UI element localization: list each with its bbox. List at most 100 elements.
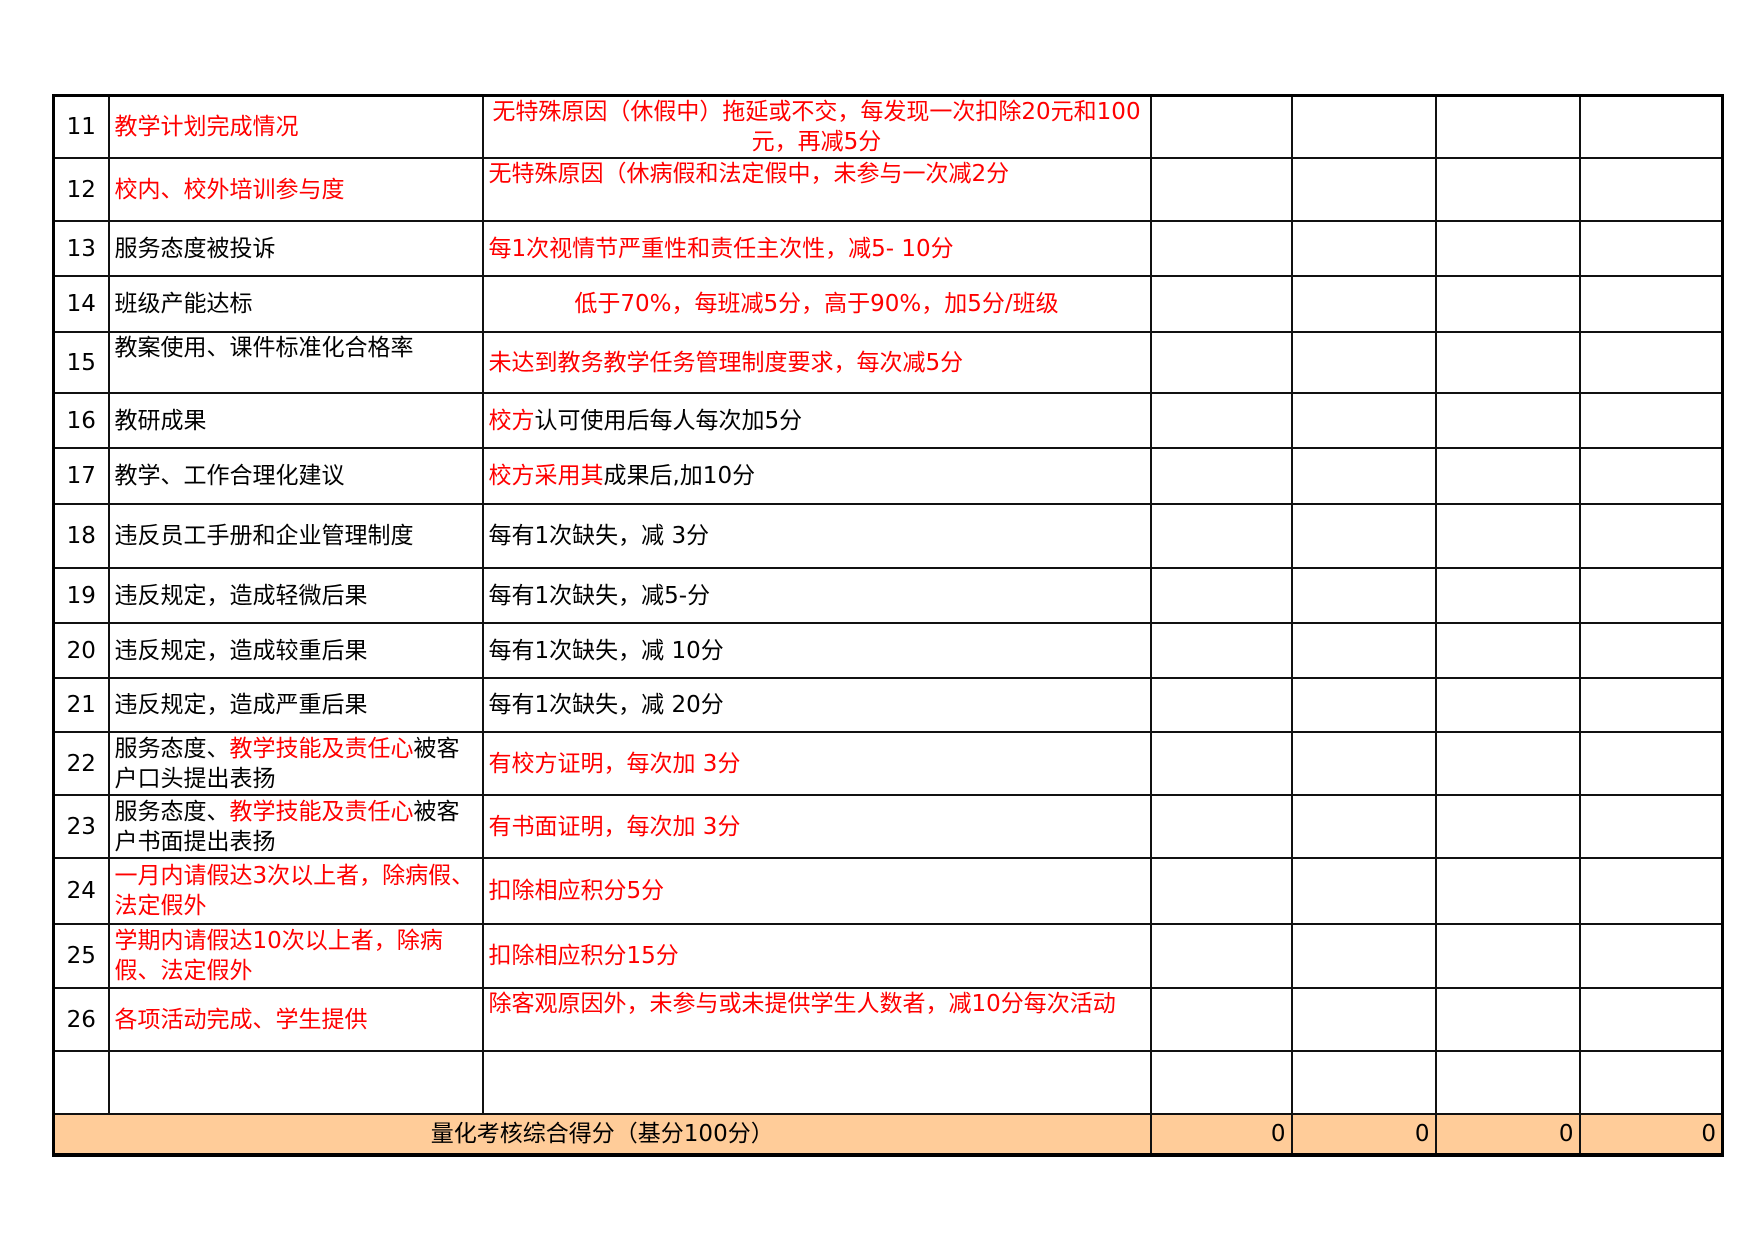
row-number[interactable]: 11 <box>52 94 110 159</box>
rule-cell[interactable]: 校方认可使用后每人每次加5分 <box>481 392 1152 449</box>
rule-cell[interactable]: 每1次视情节严重性和责任主次性，减5- 10分 <box>481 220 1152 277</box>
score-cell[interactable] <box>1290 731 1437 796</box>
item-cell[interactable] <box>107 1050 484 1115</box>
score-cell[interactable] <box>1290 794 1437 859</box>
row-number[interactable]: 19 <box>52 567 110 624</box>
score-cell[interactable] <box>1434 220 1581 277</box>
score-cell[interactable] <box>1578 275 1724 333</box>
score-cell[interactable] <box>1290 1050 1437 1115</box>
score-cell[interactable] <box>1434 731 1581 796</box>
row-number[interactable]: 20 <box>52 622 110 679</box>
score-cell[interactable] <box>1149 331 1293 394</box>
rule-cell[interactable]: 有书面证明，每次加 3分 <box>481 794 1152 859</box>
item-cell[interactable]: 教研成果 <box>107 392 484 449</box>
score-cell[interactable] <box>1290 857 1437 925</box>
rule-cell[interactable]: 每有1次缺失，减 10分 <box>481 622 1152 679</box>
score-cell[interactable] <box>1290 331 1437 394</box>
item-cell[interactable]: 校内、校外培训参与度 <box>107 157 484 222</box>
score-cell[interactable] <box>1434 157 1581 222</box>
item-cell[interactable]: 班级产能达标 <box>107 275 484 333</box>
rule-cell[interactable]: 未达到教务教学任务管理制度要求，每次减5分 <box>481 331 1152 394</box>
score-cell[interactable] <box>1149 220 1293 277</box>
score-cell[interactable] <box>1434 987 1581 1052</box>
score-cell[interactable] <box>1434 392 1581 449</box>
rule-cell[interactable]: 低于70%，每班减5分，高于90%，加5分/班级 <box>481 275 1152 333</box>
score-cell[interactable] <box>1434 794 1581 859</box>
rule-cell[interactable]: 每有1次缺失，减 3分 <box>481 503 1152 569</box>
score-cell[interactable] <box>1434 275 1581 333</box>
row-number[interactable]: 15 <box>52 331 110 394</box>
score-cell[interactable] <box>1434 677 1581 733</box>
row-number[interactable]: 22 <box>52 731 110 796</box>
score-cell[interactable] <box>1290 392 1437 449</box>
score-cell[interactable] <box>1149 275 1293 333</box>
score-cell[interactable] <box>1578 220 1724 277</box>
score-cell[interactable] <box>1578 622 1724 679</box>
item-cell[interactable]: 服务态度、教学技能及责任心被客户书面提出表扬 <box>107 794 484 859</box>
score-cell[interactable] <box>1290 94 1437 159</box>
row-number[interactable]: 18 <box>52 503 110 569</box>
item-cell[interactable]: 服务态度、教学技能及责任心被客户口头提出表扬 <box>107 731 484 796</box>
score-cell[interactable] <box>1434 331 1581 394</box>
row-number[interactable] <box>52 1050 110 1115</box>
row-number[interactable]: 13 <box>52 220 110 277</box>
score-cell[interactable] <box>1290 447 1437 505</box>
rule-cell[interactable]: 有校方证明，每次加 3分 <box>481 731 1152 796</box>
score-cell[interactable] <box>1578 392 1724 449</box>
score-cell[interactable] <box>1578 503 1724 569</box>
score-cell[interactable] <box>1578 794 1724 859</box>
row-number[interactable]: 14 <box>52 275 110 333</box>
total-score-cell[interactable]: 0 <box>1434 1113 1581 1156</box>
rule-cell[interactable]: 扣除相应积分15分 <box>481 923 1152 989</box>
score-cell[interactable] <box>1290 987 1437 1052</box>
score-cell[interactable] <box>1290 622 1437 679</box>
total-score-cell[interactable]: 0 <box>1290 1113 1437 1156</box>
item-cell[interactable]: 服务态度被投诉 <box>107 220 484 277</box>
score-cell[interactable] <box>1290 567 1437 624</box>
total-score-cell[interactable]: 0 <box>1578 1113 1724 1156</box>
item-cell[interactable]: 违反规定，造成严重后果 <box>107 677 484 733</box>
score-cell[interactable] <box>1149 94 1293 159</box>
row-number[interactable]: 12 <box>52 157 110 222</box>
row-number[interactable]: 24 <box>52 857 110 925</box>
row-number[interactable]: 23 <box>52 794 110 859</box>
item-cell[interactable]: 一月内请假达3次以上者，除病假、法定假外 <box>107 857 484 925</box>
rule-cell[interactable]: 校方采用其成果后,加10分 <box>481 447 1152 505</box>
score-cell[interactable] <box>1149 731 1293 796</box>
score-cell[interactable] <box>1149 567 1293 624</box>
rule-cell[interactable]: 无特殊原因（休假中）拖延或不交，每发现一次扣除20元和100元，再减5分 <box>481 94 1152 159</box>
score-cell[interactable] <box>1149 923 1293 989</box>
score-cell[interactable] <box>1578 1050 1724 1115</box>
rule-cell[interactable] <box>481 1050 1152 1115</box>
row-number[interactable]: 25 <box>52 923 110 989</box>
score-cell[interactable] <box>1290 157 1437 222</box>
score-cell[interactable] <box>1578 447 1724 505</box>
rule-cell[interactable]: 无特殊原因（休病假和法定假中，未参与一次减2分 <box>481 157 1152 222</box>
score-cell[interactable] <box>1149 857 1293 925</box>
score-cell[interactable] <box>1434 923 1581 989</box>
score-cell[interactable] <box>1149 987 1293 1052</box>
score-cell[interactable] <box>1578 567 1724 624</box>
rule-cell[interactable]: 每有1次缺失，减5-分 <box>481 567 1152 624</box>
rule-cell[interactable]: 扣除相应积分5分 <box>481 857 1152 925</box>
score-cell[interactable] <box>1149 622 1293 679</box>
score-cell[interactable] <box>1578 94 1724 159</box>
score-cell[interactable] <box>1149 1050 1293 1115</box>
score-cell[interactable] <box>1578 857 1724 925</box>
score-cell[interactable] <box>1578 987 1724 1052</box>
rule-cell[interactable]: 每有1次缺失，减 20分 <box>481 677 1152 733</box>
score-cell[interactable] <box>1290 220 1437 277</box>
item-cell[interactable]: 教案使用、课件标准化合格率 <box>107 331 484 394</box>
score-cell[interactable] <box>1149 794 1293 859</box>
score-cell[interactable] <box>1149 503 1293 569</box>
score-cell[interactable] <box>1290 275 1437 333</box>
item-cell[interactable]: 违反员工手册和企业管理制度 <box>107 503 484 569</box>
score-cell[interactable] <box>1578 157 1724 222</box>
item-cell[interactable]: 学期内请假达10次以上者，除病假、法定假外 <box>107 923 484 989</box>
score-cell[interactable] <box>1578 677 1724 733</box>
item-cell[interactable]: 教学计划完成情况 <box>107 94 484 159</box>
rule-cell[interactable]: 除客观原因外，未参与或未提供学生人数者，减10分每次活动 <box>481 987 1152 1052</box>
item-cell[interactable]: 各项活动完成、学生提供 <box>107 987 484 1052</box>
row-number[interactable]: 16 <box>52 392 110 449</box>
row-number[interactable]: 26 <box>52 987 110 1052</box>
